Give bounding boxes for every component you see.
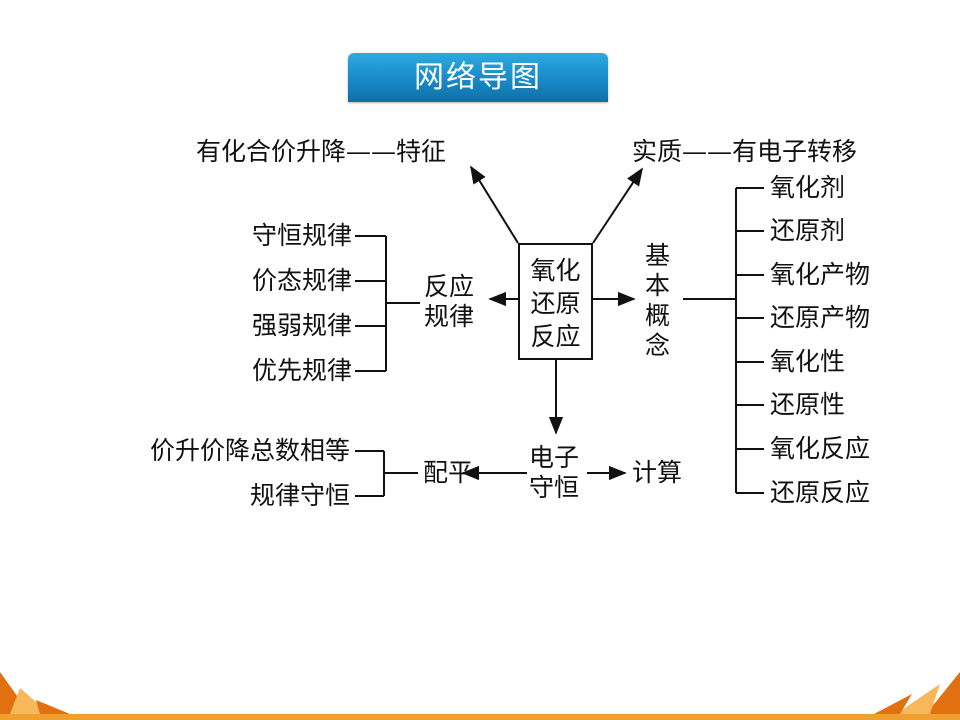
center-node-label: 氧化 还原 反应 [530,256,581,351]
dianzi-label: 电子 守恒 [529,443,580,502]
arrow-to-shizhi [592,167,643,244]
center-node-box: 氧化 还原 反应 [518,243,593,360]
fanying-item: 价态规律 [251,266,352,295]
jisuan-label: 计算 [632,458,683,487]
jiben-item: 还原性 [770,390,846,419]
jiben-item: 氧化剂 [770,173,846,202]
jiben-item: 氧化产物 [770,260,871,289]
fanying-item: 优先规律 [251,356,352,385]
jiben-item: 氧化性 [770,347,846,376]
peiping-label: 配平 [423,458,474,487]
jiben-item: 还原产物 [770,303,871,332]
jiben-item: 还原反应 [770,478,871,507]
title-banner: 网络导图 [348,53,608,102]
fanying-item: 强弱规律 [251,311,352,340]
fanying-item: 守恒规律 [251,221,352,250]
jiben-label: 基 本 概 念 [645,241,671,360]
diagram-title: 网络导图 [414,60,542,95]
essence-label: 实质——有电子转移 [632,137,858,166]
jiben-item: 还原剂 [770,216,846,245]
fanying-label: 反应 规律 [424,272,475,331]
jiben-bracket [683,187,764,494]
peiping-bracket [355,450,418,497]
feature-label: 有化合价升降——特征 [196,137,447,166]
peiping-item: 价升价降总数相等 [149,436,350,465]
peiping-item: 规律守恒 [249,481,350,510]
jiben-item: 氧化反应 [770,434,871,463]
fanying-bracket [355,235,420,372]
arrow-to-tezheng [470,165,519,244]
